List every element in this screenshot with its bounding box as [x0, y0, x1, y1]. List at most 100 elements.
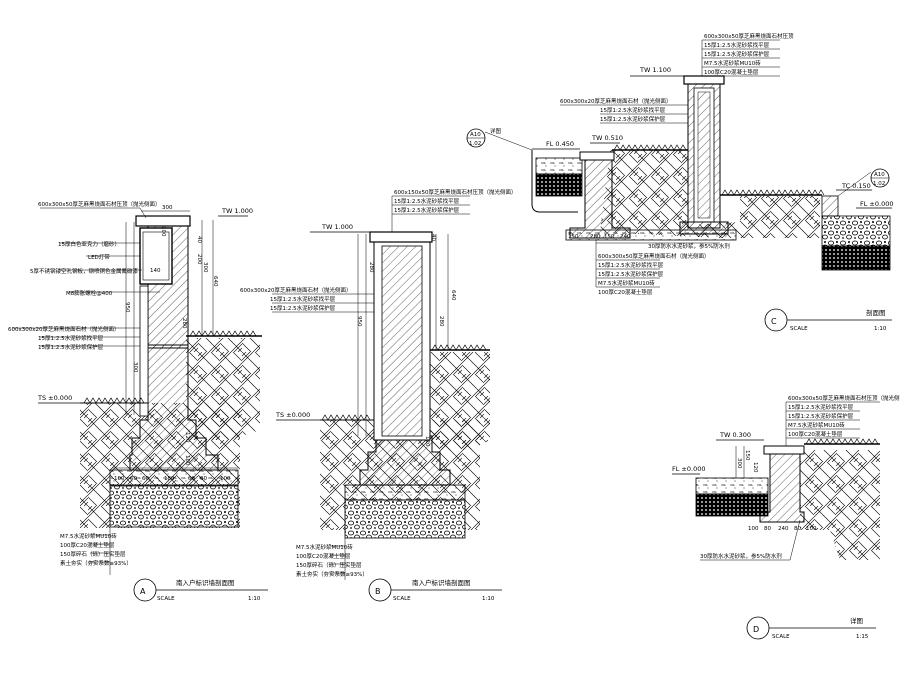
elev-c-tc: TC 0.150 [841, 182, 871, 190]
dim-a-base-4: 180 [164, 476, 175, 482]
elev-c-fl1: FL 0.450 [546, 140, 574, 148]
dim-a-300b: 300 [132, 362, 138, 373]
section-d: 150 300 120 100 80 240 80 100 TW 0.300 F… [672, 394, 900, 640]
dim-a-140: 140 [150, 268, 161, 274]
dims-d-base: 100 80 240 80 100 [748, 526, 817, 532]
dim-a-top-side: 40 [196, 236, 202, 243]
detail-ref-right: A10 1.02 [837, 168, 890, 197]
dim-b-640: 640 [450, 290, 456, 301]
callouts-a [12, 207, 160, 347]
callouts-d [700, 401, 880, 561]
callout-d-level: 15厚1:2.5水泥砂浆找平层 [788, 403, 854, 411]
acrylic-panel-a [142, 231, 170, 281]
callout-d-concrete: 100厚C20混凝土垫层 [788, 430, 843, 438]
dense-layer-c-left [535, 173, 583, 197]
section-c-name: 剖面图 [866, 308, 886, 317]
callout-d-protect: 15厚1:2.5水泥砂浆保护层 [788, 412, 854, 420]
section-d-letter: D [753, 625, 759, 634]
callout-a-gravel: 150厚碎石（砾）压实垫层 [60, 550, 126, 558]
dim-b-280: 280 [368, 262, 374, 273]
dim-d-base-1: 100 [748, 526, 759, 532]
callout-d-waterproof: 30厚防水水泥砂浆，参5%防水剂 [700, 552, 782, 560]
dim-a-120: 120 [184, 432, 190, 443]
earth-fill-a-right [186, 338, 260, 440]
elev-c-tw1: TW 1.100 [639, 66, 671, 74]
grass-a [189, 330, 257, 337]
callout-c-bottom-level: 15厚1:2.5水泥砂浆找平层 [598, 261, 664, 269]
callout-b-level-top: 15厚1:2.5水泥砂浆找平层 [394, 197, 460, 205]
dim-d-120: 120 [752, 462, 758, 473]
callout-a-bolt: M8膨胀螺栓@400 [66, 289, 113, 297]
elev-a-tw: TW 1.000 [221, 207, 253, 215]
callout-a-coping: 600x300x50厚芝麻黑烧面石材压顶（抛光侧面） [38, 200, 161, 208]
elev-b-ts: TS ±0.000 [275, 411, 310, 419]
light-box-a [139, 227, 173, 285]
section-a: 300 40 200 300 640 140 100 950 280 300 1… [8, 200, 268, 602]
dim-a-950: 950 [124, 302, 130, 313]
coping-stone-b [369, 231, 433, 243]
section-b-letter: B [375, 587, 381, 596]
callout-c-left-level: 15厚1:2.5水泥砂浆找平层 [600, 106, 666, 114]
callouts-c-bottom [595, 240, 720, 288]
dim-a-base-2: 60 [130, 476, 137, 482]
gravel-layer-c-right [821, 215, 891, 247]
dim-a-640: 640 [212, 276, 218, 287]
base-dim-c-4: 240 [620, 234, 631, 240]
coping-stone-a [135, 215, 191, 227]
dim-d-base-2: 80 [764, 526, 771, 532]
callouts-c-left [560, 104, 688, 124]
callout-a-concrete: 100厚C20混凝土垫层 [60, 541, 115, 549]
callout-b-protect-top: 15厚1:2.5水泥砂浆保护层 [394, 206, 460, 214]
concrete-c-left [535, 157, 583, 175]
dim-a-100: 100 [160, 226, 166, 237]
base-slab-c [565, 229, 737, 241]
dim-a-base-6: 60 [200, 476, 207, 482]
section-d-scale-label: SCALE [772, 634, 790, 640]
dim-b-120: 120 [424, 436, 430, 447]
curb-c [821, 195, 839, 217]
section-c-scale: 1:10 [874, 326, 887, 332]
tall-wall-coping-c [683, 75, 725, 85]
grass-a-left [83, 397, 145, 404]
callout-a-led: LED灯带 [88, 253, 110, 261]
section-a-letter: A [140, 587, 146, 596]
dim-b-280b: 280 [438, 316, 444, 327]
earth-fill-c [600, 150, 820, 238]
elev-c-tw2: TW 0.510 [591, 134, 623, 142]
callout-a-steel: 5厚不锈钢镂空孔钢板，钢喷铜色金属氟碳漆 [30, 267, 139, 275]
callout-a-level: 15厚1:2.5水泥砂浆找平层 [38, 334, 104, 342]
section-c: 150 280 150 240 TW 1.100 FL 0.450 TW 0.5… [466, 32, 893, 332]
callout-c-level: 15厚1:2.5水泥砂浆找平层 [704, 41, 770, 49]
callout-b-protect: 15厚1:2.5水泥砂浆保护层 [270, 304, 336, 312]
detail-ref-right-bottom: 1.02 [873, 181, 885, 187]
dim-a-base-1: 100 [114, 476, 125, 482]
callout-c-bottom-brick: M7.5水泥砂浆MU10砖 [598, 279, 655, 287]
elev-d-fl: FL ±0.000 [672, 465, 705, 473]
dim-a-base-3: 60 [142, 476, 149, 482]
dim-a-100b: 100 [184, 455, 190, 466]
callout-b-gravel: 150厚碎石（砾）压实垫层 [296, 561, 362, 569]
elev-c-fl2: FL ±0.000 [860, 200, 893, 208]
dim-a-base-7: 100 [220, 476, 231, 482]
callout-d-brick: M7.5水泥砂浆MU10砖 [788, 421, 845, 429]
concrete-layer-d [695, 477, 769, 495]
callout-a-acrylic: 15厚白色亚克力（磨砂） [58, 240, 120, 248]
base-dim-c-1: 150 [568, 234, 579, 240]
detail-ref-left: A10 1.02 详图 [466, 127, 533, 151]
callout-c-concrete: 100厚C20混凝土垫层 [704, 68, 759, 76]
earth-fill-b-right [430, 352, 490, 450]
section-a-scale-label: SCALE [157, 596, 175, 602]
callout-c-bottom-stone: 600x300x50厚芝麻黑烧面石材（抛光侧面） [598, 252, 710, 260]
callout-c-bottom-protect: 15厚1:2.5水泥砂浆保护层 [598, 270, 664, 278]
base-dim-c-3: 150 [604, 234, 615, 240]
callout-c-waterproof: 30厚防水水泥砂浆，参5%防水剂 [648, 242, 730, 250]
dim-a-top: 300 [162, 205, 173, 211]
tall-wall-core-c [697, 91, 711, 219]
grass-c-right [721, 189, 825, 196]
callout-c-left-protect: 15厚1:2.5水泥砂浆保护层 [600, 115, 666, 123]
dim-b-950: 950 [356, 316, 362, 327]
gravel-layer-a [109, 484, 239, 528]
grass-c-left [613, 144, 687, 151]
section-b-scale: 1:10 [482, 596, 495, 602]
callout-c-bottom-concrete: 100厚C20混凝土垫层 [598, 288, 653, 296]
